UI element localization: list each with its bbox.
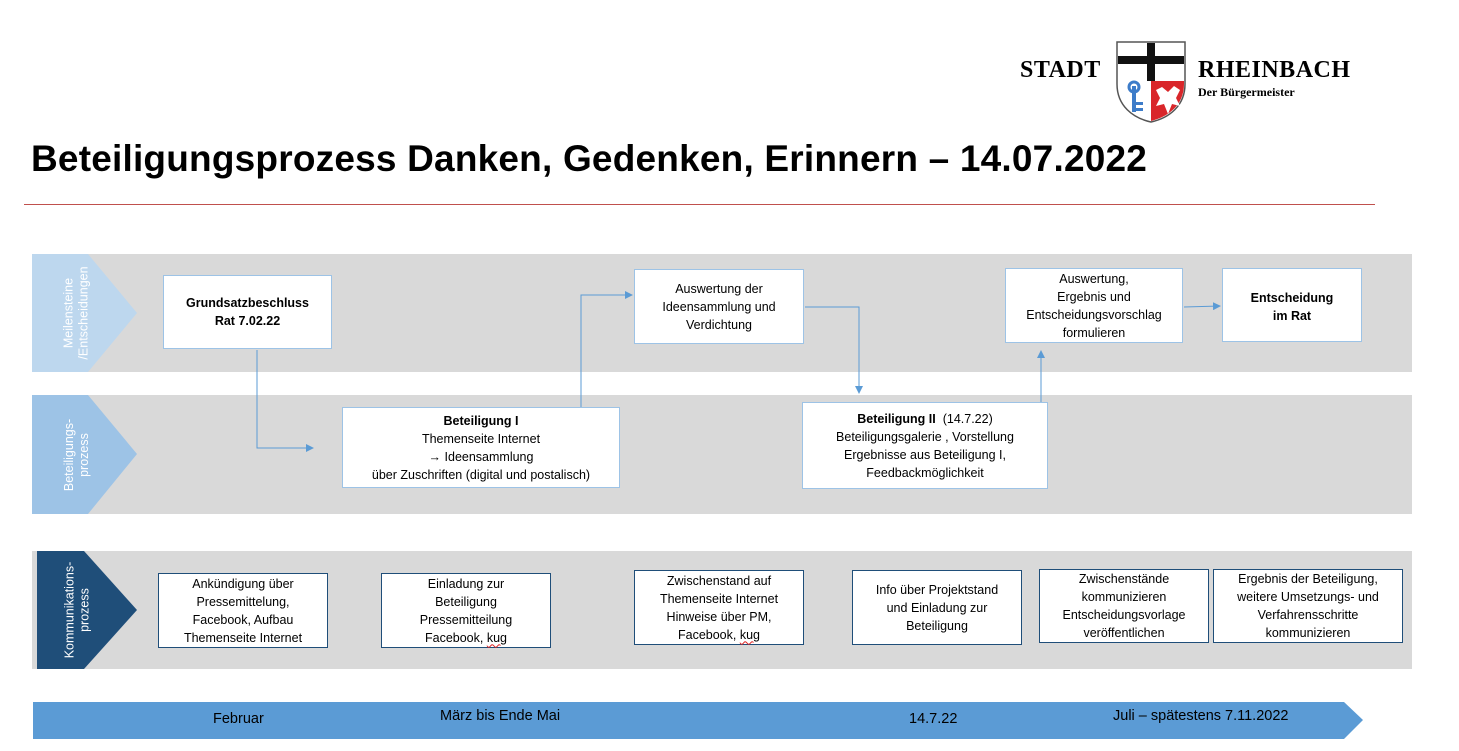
timeline-label-maerz-mai: März bis Ende Mai xyxy=(440,708,561,724)
box-line: Beteiligungsgalerie , Vorstellung xyxy=(836,429,1014,444)
box-line: weitere Umsetzungs- und xyxy=(1237,590,1379,604)
participation-box-beteiligung-2: Beteiligung II (14.7.22) Beteiligungsgal… xyxy=(802,402,1048,489)
box-line-with-tail: Facebook, kug xyxy=(425,629,507,647)
box-line: Ideensammlung und xyxy=(662,299,776,314)
box-tail: kug xyxy=(739,627,760,642)
participation-box-beteiligung-1: Beteiligung I Themenseite Internet → Ide… xyxy=(342,407,620,488)
box-line: kommunizieren xyxy=(1265,626,1351,640)
box-line: formulieren xyxy=(1062,325,1126,340)
box-line: Verdichtung xyxy=(685,317,753,332)
box-line: Ergebnisse aus Beteiligung I, xyxy=(844,447,1006,462)
box-line: Info über Projektstand xyxy=(875,582,999,597)
box-line: Rat 7.02.22 xyxy=(214,314,281,328)
milestone-box-auswertung-ergebnis: Auswertung, Ergebnis und Entscheidungsvo… xyxy=(1005,268,1183,343)
box-line: veröffentlichen xyxy=(1083,626,1165,640)
box-line: Grundsatzbeschluss xyxy=(186,296,309,310)
box-line: Entscheidungsvorschlag xyxy=(1026,307,1162,322)
logo-word-stadt: STADT xyxy=(1020,57,1101,83)
box-line: Ergebnis und xyxy=(1057,289,1131,304)
box-line: Entscheidung xyxy=(1250,291,1334,305)
box-line: Zwischenstände xyxy=(1078,572,1170,586)
box-tail: kug xyxy=(486,630,507,645)
milestone-box-grundsatzbeschluss: Grundsatzbeschluss Rat 7.02.22 xyxy=(163,275,332,349)
box-line: Feedbackmöglichkeit xyxy=(866,465,984,480)
timeline-label-14-7-22: 14.7.22 xyxy=(909,711,958,727)
box-heading: Beteiligung II xyxy=(857,411,936,426)
lane-participation xyxy=(32,395,1412,514)
box-line: Pressemitteilung xyxy=(419,612,513,627)
box-line: über Zuschriften (digital und postalisch… xyxy=(371,467,591,482)
lane-label-line: /Entscheidungen xyxy=(77,266,92,360)
communication-box-zwischenstand: Zwischenstand auf Themenseite Internet H… xyxy=(634,570,804,645)
box-line: im Rat xyxy=(1272,309,1312,323)
box-line: Ideensammlung xyxy=(444,449,534,464)
lane-label-line: Beteiligungs- xyxy=(61,418,76,491)
box-line: kommunizieren xyxy=(1081,590,1167,604)
communication-box-ergebnis: Ergebnis der Beteiligung, weitere Umsetz… xyxy=(1213,569,1403,643)
logo-word-rheinbach: RHEINBACH xyxy=(1198,57,1351,83)
milestone-box-entscheidung: Entscheidung im Rat xyxy=(1222,268,1362,342)
box-line-with-arrow: → Ideensammlung xyxy=(429,448,534,466)
box-line: und Einladung zur xyxy=(886,600,988,615)
lane-label-line: Kommunikations- xyxy=(62,561,77,659)
title-divider xyxy=(24,204,1375,205)
box-line: Themenseite Internet xyxy=(183,630,303,645)
arrow-right-icon: → xyxy=(428,449,442,464)
lane-header-label-milestones: Meilensteine /Entscheidungen xyxy=(32,254,122,372)
lane-label-line: prozess xyxy=(76,432,91,477)
box-line: Hinweise über PM, xyxy=(666,609,772,624)
box-line-with-tail: Facebook, kug xyxy=(678,626,760,644)
box-line: Einladung zur xyxy=(427,576,505,591)
communication-box-einladung: Einladung zur Beteiligung Pressemitteilu… xyxy=(381,573,551,648)
box-line: Auswertung, xyxy=(1059,271,1129,286)
box-line: Pressemittelung, xyxy=(196,594,290,609)
logo-subtitle: Der Bürgermeister xyxy=(1198,85,1295,99)
page-title: Beteiligungsprozess Danken, Gedenken, Er… xyxy=(31,138,1148,179)
lane-label-line: Meilensteine xyxy=(62,277,77,349)
communication-box-zwischenstaende: Zwischenstände kommunizieren Entscheidun… xyxy=(1039,569,1209,643)
box-line: Entscheidungsvorlage xyxy=(1062,608,1186,622)
milestone-box-auswertung-ideen: Auswertung der Ideensammlung und Verdich… xyxy=(634,269,804,344)
communication-box-info-projektstand: Info über Projektstand und Einladung zur… xyxy=(852,570,1022,645)
coat-of-arms-icon xyxy=(1114,40,1188,124)
lane-header-label-communication: Kommunikations- prozess xyxy=(37,551,117,669)
box-heading-row: Beteiligung II (14.7.22) xyxy=(857,410,992,428)
lane-label-line: prozess xyxy=(77,588,92,632)
lane-header-label-participation: Beteiligungs- prozess xyxy=(32,395,122,514)
communication-box-ankuendigung: Ankündigung über Pressemittelung, Facebo… xyxy=(158,573,328,648)
box-line: Verfahrensschritte xyxy=(1257,608,1359,622)
box-line: Themenseite Internet xyxy=(659,591,779,606)
box-line: Ankündigung über xyxy=(192,576,294,591)
timeline-label-februar: Februar xyxy=(213,711,264,727)
box-line: Beteiligung xyxy=(435,594,497,609)
box-line: Themenseite Internet xyxy=(421,431,541,446)
box-line: Beteiligung xyxy=(906,618,968,633)
timeline-label-juli-november: Juli – spätestens 7.11.2022 xyxy=(1113,708,1289,724)
box-line: Facebook, xyxy=(424,630,484,645)
box-heading: Beteiligung I xyxy=(443,413,519,428)
box-line: Facebook, xyxy=(677,627,737,642)
box-line: Zwischenstand auf xyxy=(666,573,772,588)
box-line: Facebook, Aufbau xyxy=(192,612,294,627)
box-heading-suffix: (14.7.22) xyxy=(942,411,993,426)
box-line: Ergebnis der Beteiligung, xyxy=(1238,572,1378,586)
box-line: Auswertung der xyxy=(675,281,763,296)
